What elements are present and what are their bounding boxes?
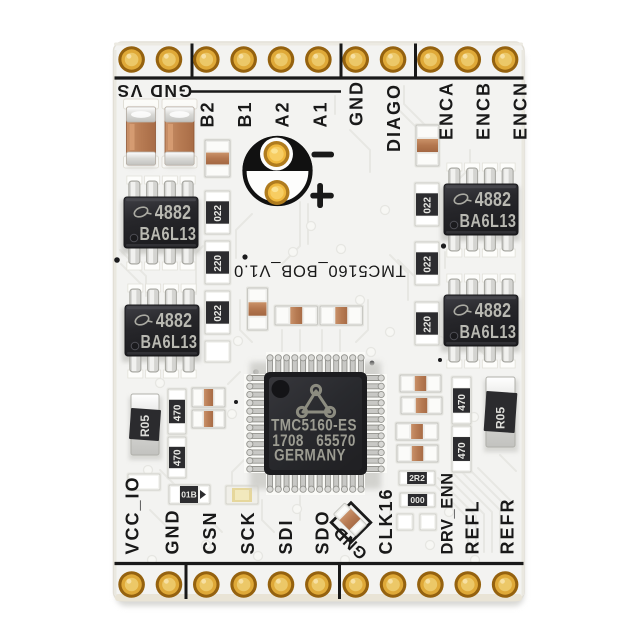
- svg-text:022: 022: [422, 256, 433, 273]
- svg-text:TMC5160-ES: TMC5160-ES: [271, 416, 357, 435]
- svg-text:GND: GND: [346, 80, 366, 126]
- svg-text:BA6L13: BA6L13: [460, 212, 517, 232]
- svg-text:REFR: REFR: [497, 498, 517, 555]
- svg-text:SCK: SCK: [238, 510, 258, 554]
- svg-text:220: 220: [422, 316, 433, 333]
- svg-text:ENCB: ENCB: [473, 81, 493, 140]
- svg-text:4882: 4882: [475, 299, 511, 321]
- svg-text:470: 470: [457, 442, 468, 459]
- svg-text:CLK16: CLK16: [376, 487, 396, 554]
- svg-text:BA6L13: BA6L13: [140, 225, 197, 245]
- svg-text:BA6L13: BA6L13: [141, 333, 198, 353]
- svg-text:470: 470: [172, 404, 183, 421]
- svg-text:BA6L13: BA6L13: [460, 323, 517, 343]
- svg-text:022: 022: [213, 205, 224, 222]
- svg-text:022: 022: [422, 197, 433, 214]
- svg-text:REFL: REFL: [462, 500, 482, 555]
- svg-text:220: 220: [213, 255, 224, 272]
- svg-text:A2: A2: [272, 100, 292, 127]
- svg-text:B1: B1: [235, 100, 255, 127]
- svg-text:SDO: SDO: [312, 509, 332, 554]
- svg-text:2R2: 2R2: [409, 473, 425, 483]
- svg-text:B2: B2: [197, 100, 217, 127]
- svg-text:470: 470: [457, 394, 468, 411]
- svg-text:GND: GND: [163, 509, 183, 555]
- svg-text:DRV_ENN: DRV_ENN: [438, 472, 456, 554]
- svg-text:ENCN: ENCN: [510, 81, 530, 140]
- svg-text:VCC_IO: VCC_IO: [122, 475, 142, 554]
- svg-text:000: 000: [410, 495, 424, 505]
- svg-text:65570: 65570: [316, 432, 356, 451]
- svg-text:DIAGO: DIAGO: [384, 83, 404, 152]
- svg-text:R05: R05: [138, 415, 152, 437]
- svg-text:GND VS: GND VS: [116, 81, 192, 101]
- svg-text:470: 470: [172, 449, 183, 466]
- svg-text:4882: 4882: [475, 188, 511, 210]
- svg-text:TMC5160_BOB_V1.0: TMC5160_BOB_V1.0: [233, 262, 405, 280]
- svg-text:4882: 4882: [155, 201, 191, 223]
- svg-text:022: 022: [213, 305, 224, 322]
- svg-text:A1: A1: [310, 100, 330, 127]
- svg-text:SDI: SDI: [276, 518, 296, 554]
- svg-text:1708: 1708: [272, 432, 304, 451]
- svg-text:GERMANY: GERMANY: [274, 446, 346, 465]
- svg-text:4882: 4882: [156, 309, 192, 331]
- svg-text:01B: 01B: [181, 490, 197, 500]
- svg-text:CSN: CSN: [200, 510, 220, 554]
- svg-text:R05: R05: [494, 407, 508, 429]
- svg-text:ENCA: ENCA: [436, 81, 456, 140]
